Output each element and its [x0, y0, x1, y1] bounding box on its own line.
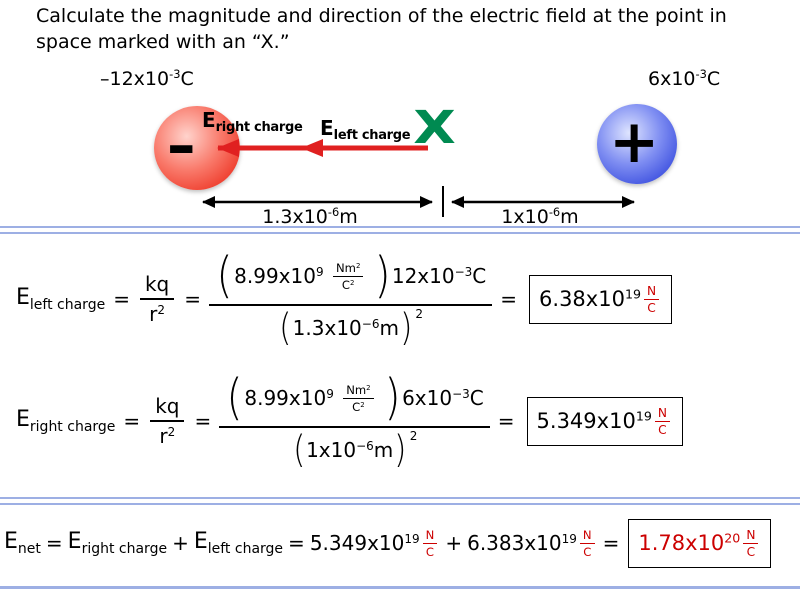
result-value-left: 6.38x1019 — [539, 286, 641, 311]
section-divider-middle — [0, 497, 800, 505]
charge-value-right: 6x10−3C — [402, 386, 484, 411]
plus-sign: + — [445, 531, 463, 555]
minus-sign: - — [166, 115, 197, 178]
plus-sign: + — [172, 531, 189, 555]
newtons-per-coulomb: N C — [422, 528, 438, 559]
e-left-term: Eleft charge — [16, 285, 106, 313]
equals-sign: = — [497, 409, 515, 433]
open-paren: ( — [226, 368, 243, 426]
right-charge-value-label: 6x10-3C — [648, 68, 720, 90]
right-charge-unit: C — [706, 68, 721, 90]
open-paren: ( — [292, 428, 305, 472]
equation-left-charge: Eleft charge = kq r2 = (8.99x109 Nm2 C2 … — [16, 240, 673, 358]
coulomb-constant: 8.99x10 — [234, 264, 316, 289]
substituted-fraction-left: (8.99x109 Nm2 C2 )12x10−3C (1.3x10−6m)2 — [209, 246, 493, 350]
close-paren: ) — [384, 368, 401, 426]
result-box-net: 1.78x1020 N C — [628, 518, 772, 568]
net-result-value: 1.78x1020 — [638, 530, 741, 555]
squared-exponent: 2 — [415, 307, 424, 322]
equals-sign: = — [288, 531, 305, 555]
e-right-subscript: right charge — [215, 120, 303, 135]
constant-units-fraction: Nm2 C2 — [332, 261, 364, 292]
x-field-point-marker: X — [413, 101, 456, 155]
e-right-charge-arrow-label: Eright charge — [202, 108, 303, 135]
equals-sign: = — [123, 409, 141, 433]
equals-sign: = — [45, 531, 63, 555]
left-charge-unit: C — [180, 68, 194, 90]
newtons-per-coulomb: N C — [743, 528, 759, 559]
kq-over-r2-fraction: kq r2 — [150, 394, 185, 448]
open-paren: ( — [216, 246, 233, 304]
close-paren: ) — [374, 246, 391, 304]
right-charge-exponent: -3 — [695, 67, 707, 82]
equals-sign: = — [184, 287, 202, 311]
result-box-left-charge: 6.38x1019 N C — [529, 274, 673, 324]
plus-sign: + — [609, 107, 660, 177]
positive-charge-sphere — [597, 104, 677, 184]
distance-value-right: 1x10−6m — [306, 438, 394, 463]
left-charge-exponent: -3 — [169, 67, 181, 82]
distance-value-left: 1.3x10−6m — [292, 316, 399, 341]
e-right-term: Eright charge — [67, 529, 168, 557]
page-title: Calculate the magnitude and direction of… — [36, 5, 727, 53]
left-charge-mantissa: –12x10 — [100, 68, 170, 90]
coulomb-constant: 8.99x10 — [244, 386, 327, 411]
right-distance-label: 1x10-6m — [501, 205, 579, 228]
result-box-right-charge: 5.349x1019 N C — [526, 396, 683, 446]
left-charge-value-label: –12x10-3C — [100, 68, 194, 90]
equation-right-charge: Eright charge = kq r2 = (8.99x109 Nm2 C2… — [16, 362, 683, 480]
equals-sign: = — [602, 531, 620, 555]
bottom-divider — [0, 586, 800, 589]
equals-sign: = — [113, 287, 130, 311]
newtons-per-coulomb: N C — [579, 528, 595, 559]
newtons-per-coulomb: N C — [643, 284, 660, 315]
e-left-term: Eleft charge — [193, 529, 284, 557]
constant-units-fraction: Nm2 C2 — [343, 383, 374, 414]
left-distance-label: 1.3x10-6m — [262, 205, 358, 228]
close-paren: ) — [400, 306, 413, 350]
open-paren: ( — [279, 306, 292, 350]
right-charge-mantissa: 6x10 — [648, 68, 696, 90]
equals-sign: = — [194, 409, 212, 433]
newtons-per-coulomb: N C — [654, 406, 670, 437]
net-value-1: 5.349x1019 — [309, 531, 420, 555]
substituted-fraction-right: (8.99x109 Nm2 C2 )6x10−3C (1x10−6m)2 — [219, 368, 490, 472]
charge-value-left: 12x10−3C — [391, 264, 487, 289]
e-symbol: E — [202, 108, 216, 132]
close-paren: ) — [394, 428, 407, 472]
e-right-term: Eright charge — [16, 407, 116, 435]
net-value-2: 6.383x1019 — [467, 531, 577, 555]
kq-over-r2-fraction: kq r2 — [139, 272, 175, 326]
equals-sign: = — [500, 287, 518, 311]
e-left-subscript: left charge — [333, 128, 411, 143]
e-net-term: Enet — [4, 529, 41, 557]
section-divider-top — [0, 226, 800, 234]
e-left-charge-arrow-label: Eleft charge — [320, 116, 411, 143]
squared-exponent: 2 — [409, 429, 418, 444]
equation-net: Enet = Eright charge + Eleft charge = 5.… — [4, 512, 772, 574]
e-symbol: E — [320, 116, 334, 140]
result-value-right: 5.349x1019 — [536, 408, 652, 433]
